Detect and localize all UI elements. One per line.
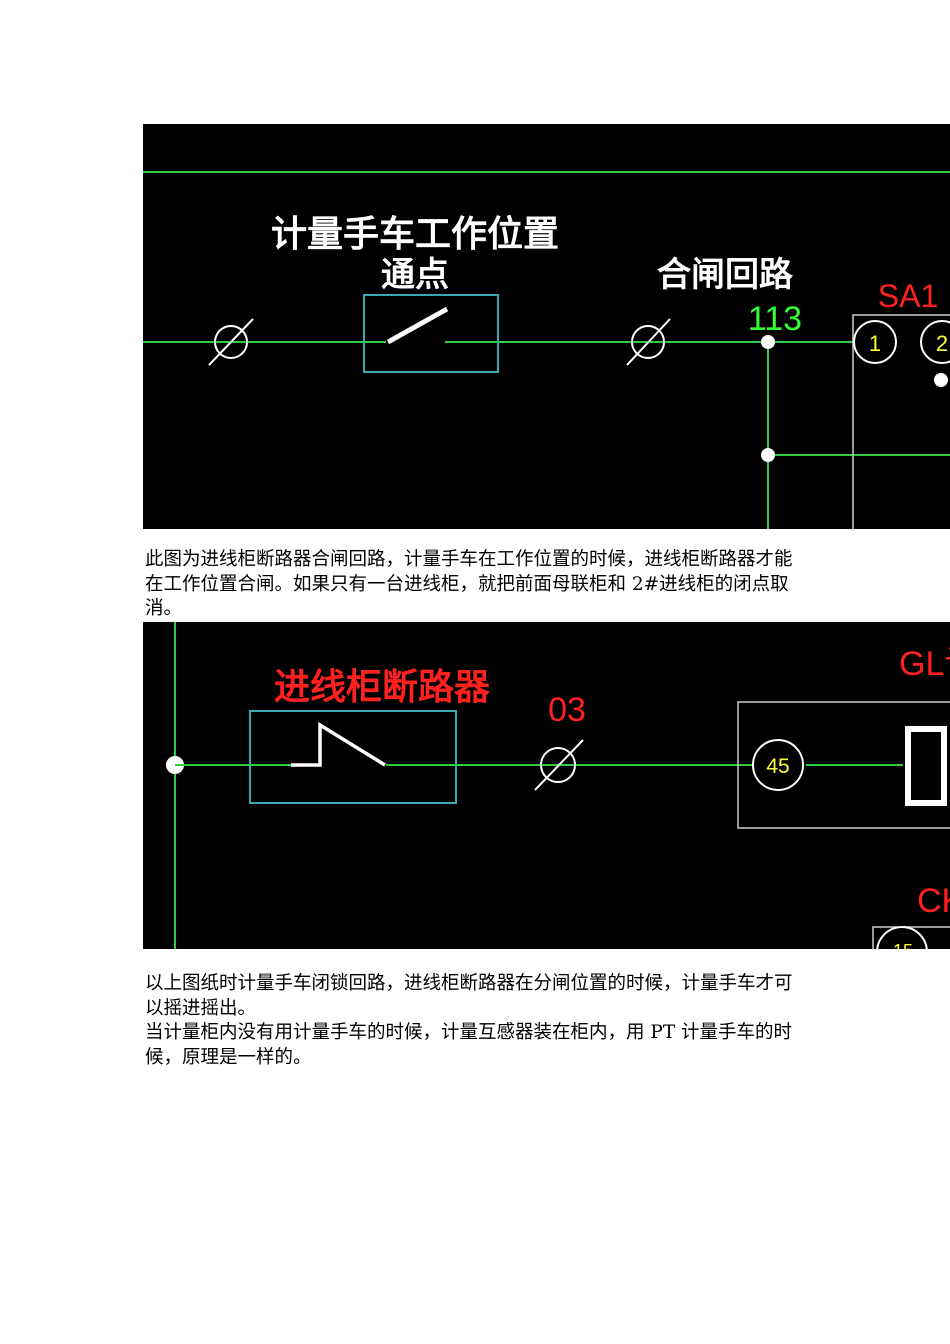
schematic-svg-1: 计量手车工作位置 通点 合闸回路 113 SA1 1 2 [143,171,950,529]
terminal-symbol-03 [534,739,584,791]
switch-box [363,294,499,373]
junction-node-lower [761,448,775,462]
wire-number-label: 113 [748,300,802,338]
terminal-circle-2 [920,320,950,364]
ck-device-tag: CK [917,882,950,920]
terminal-circle-45 [752,739,804,791]
device-tag-label: SA1 [878,278,938,314]
junction-node-right [934,373,948,387]
terminal-number-2: 2 [936,331,948,356]
coil-symbol [905,726,947,806]
gl-device-box [737,701,950,829]
breaker-contact-symbol [291,721,386,767]
schematic-figure-interlock-circuit: 进线柜断路器 03 45 GL讠 CK 15 [143,622,950,949]
schematic-figure-closing-circuit: 计量手车工作位置 通点 合闸回路 113 SA1 1 2 [143,124,950,529]
schematic-svg-2: 进线柜断路器 03 45 GL讠 CK 15 [166,622,950,949]
wire-number-03: 03 [548,691,586,729]
switch-label-line2: 通点 [381,255,449,295]
terminal-number-15: 15 [893,941,913,949]
switch-label-line1: 计量手车工作位置 [271,214,559,255]
breaker-label: 进线柜断路器 [274,667,491,708]
terminal-circle-15 [876,926,928,949]
sa1-device-box [852,314,950,529]
ck-device-box [872,926,950,949]
switch-blade [386,306,449,345]
terminal-number-1: 1 [869,331,881,356]
terminal-circle-1 [853,320,897,364]
terminal-symbol-left [208,318,254,366]
terminal-symbol-middle [626,318,671,366]
breaker-box [249,710,457,804]
gl-device-tag: GL讠 [899,645,950,683]
paragraph-pt-handcart: 当计量柜内没有用计量手车的时候，计量互感器装在柜内，用 PT 计量手车的时候，原… [145,1022,793,1068]
paragraph-closing-circuit: 此图为进线柜断路器合闸回路，计量手车在工作位置的时候，进线柜断路器才能在工作位置… [145,549,793,619]
circuit-label: 合闸回路 [657,255,794,295]
junction-node-upper [761,335,775,349]
paragraph-interlock-circuit: 以上图纸时计量手车闭锁回路，进线柜断路器在分闸位置的时候，计量手车才可以摇进摇出… [145,973,793,1019]
terminal-number-45: 45 [766,755,789,778]
